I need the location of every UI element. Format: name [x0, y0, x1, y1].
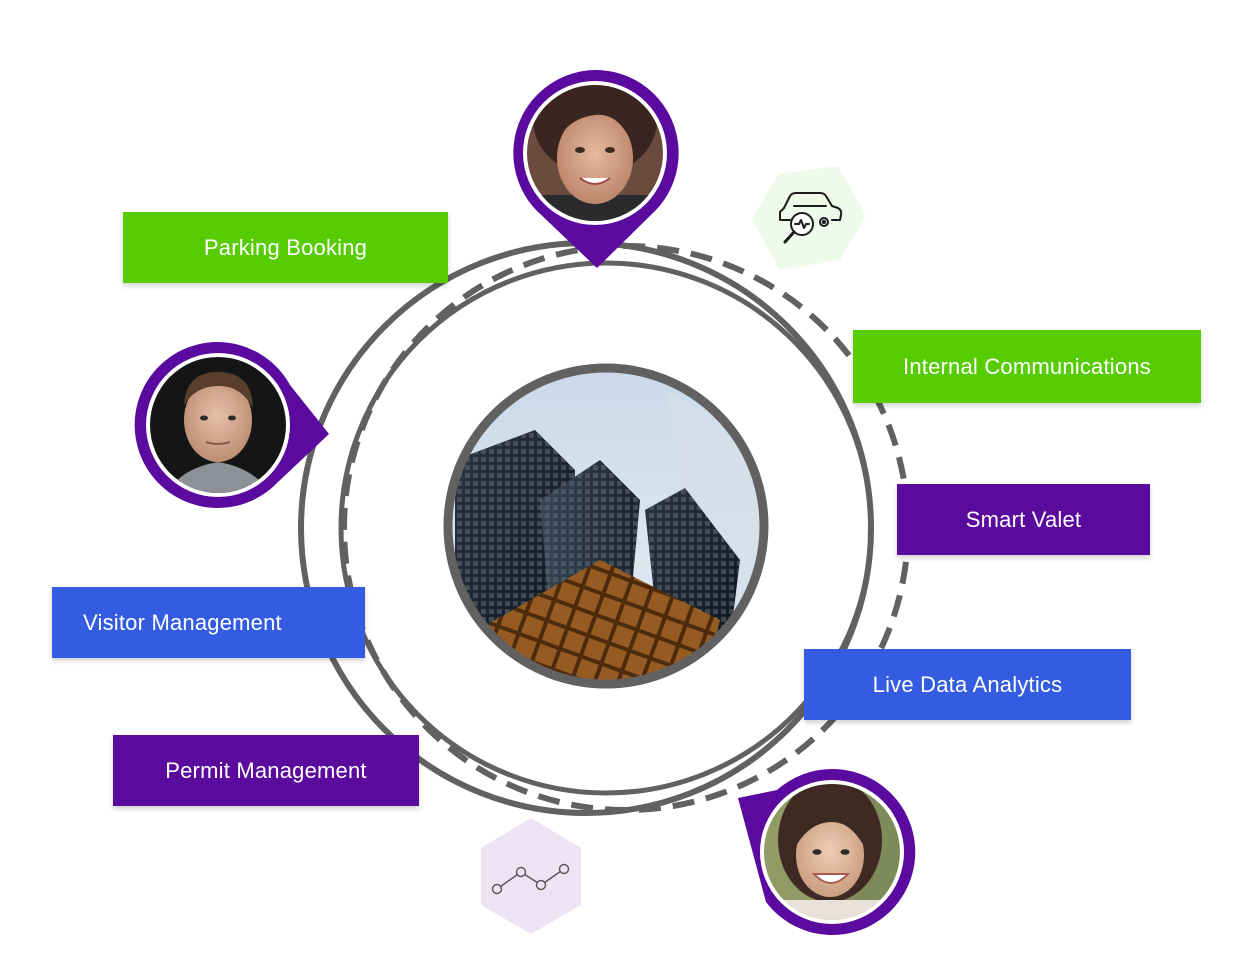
avatar-pin-bottom [738, 768, 916, 935]
center-building-image [450, 370, 762, 682]
inner-ring [338, 260, 874, 796]
live-data-analytics-text: Live Data Analytics [872, 671, 1063, 697]
permit-management-label: Permit Management [113, 735, 419, 806]
line-graph-icon [491, 863, 570, 895]
live-data-analytics-label: Live Data Analytics [804, 649, 1131, 720]
parking-booking-text: Parking Booking [203, 234, 368, 260]
avatar-pin-left [134, 341, 329, 508]
visitor-management-label: Visitor Management [52, 587, 365, 658]
permit-management-text: Permit Management [165, 757, 367, 783]
car-diagnostics-icon [779, 192, 843, 244]
avatar-pin-top [513, 69, 679, 269]
hexagon-top-right [752, 166, 866, 270]
smart-valet-text: Smart Valet [965, 506, 1082, 532]
parking-booking-label: Parking Booking [123, 212, 448, 283]
visitor-management-text: Visitor Management [83, 609, 282, 635]
smart-valet-label: Smart Valet [897, 484, 1150, 555]
internal-communications-label: Internal Communications [853, 330, 1201, 403]
hexagon-bottom [481, 818, 581, 934]
center-image-frame [443, 363, 769, 689]
internal-communications-text: Internal Communications [903, 353, 1151, 379]
